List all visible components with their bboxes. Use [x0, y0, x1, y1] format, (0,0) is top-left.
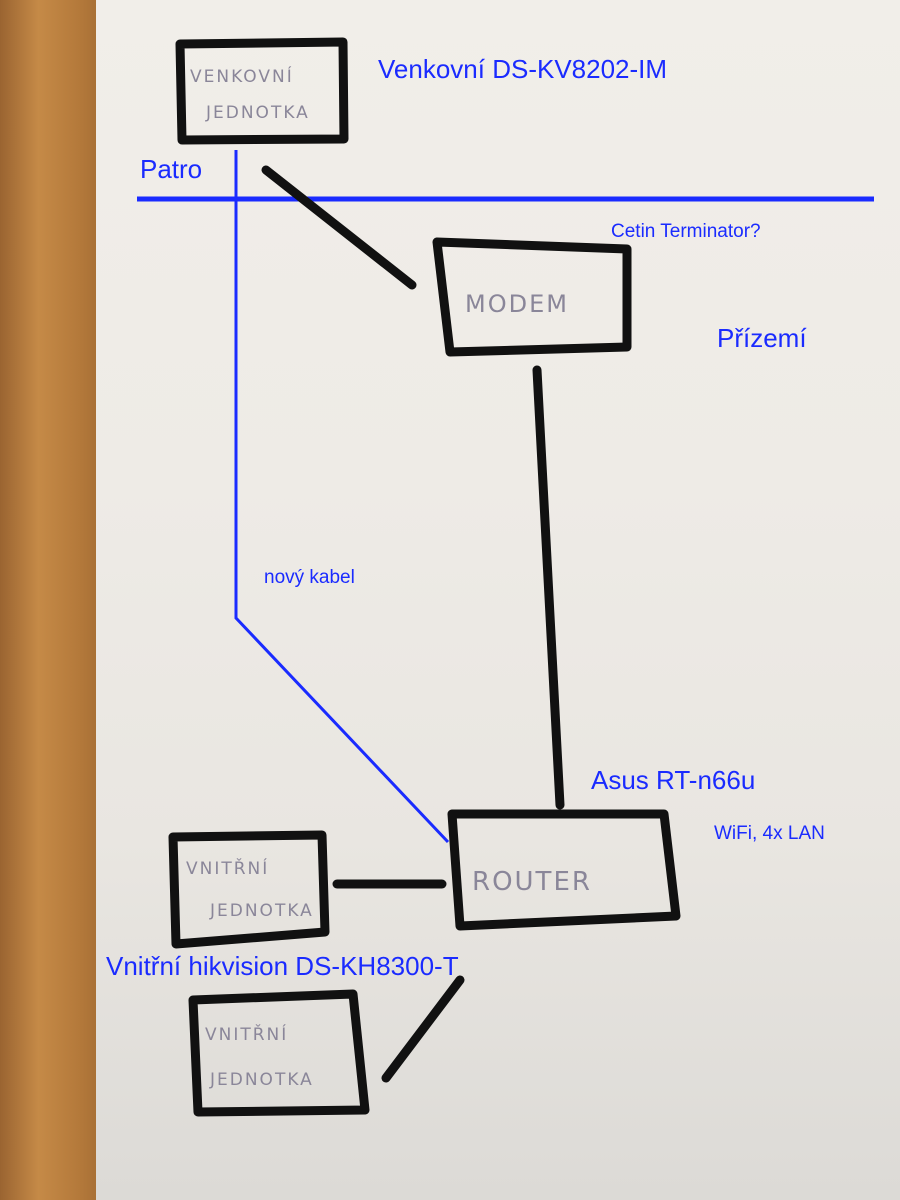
router-box: ROUTER: [447, 809, 681, 931]
indoor-unit-1-label-line2: JEDNOTKA: [209, 901, 314, 921]
modem-box: MODEM: [432, 237, 632, 357]
modem-label: MODEM: [465, 290, 569, 318]
indoor-unit-2-box: VNITŘNÍ JEDNOTKA: [188, 989, 370, 1117]
new-cable-line: [234, 150, 450, 844]
floor-ground-label: Přízemí: [717, 323, 807, 353]
wooden-table-edge: [0, 0, 110, 1200]
indoor-model-annotation: Vnitřní hikvision DS-KH8300-T: [106, 951, 459, 981]
floor-upper-label: Patro: [140, 154, 203, 184]
outdoor-unit-box: VENKOVNÍ JEDNOTKA: [175, 37, 349, 145]
new-cable-annotation: nový kabel: [264, 567, 355, 588]
router-to-indoor2-line: [381, 975, 465, 1083]
indoor-unit-1-label-line1: VNITŘNÍ: [186, 857, 269, 879]
outdoor-model-annotation: Venkovní DS-KV8202-IM: [378, 54, 668, 84]
indoor-unit-2-label-line1: VNITŘNÍ: [205, 1023, 288, 1045]
router-label: ROUTER: [472, 867, 592, 897]
outdoor-unit-label-line2: JEDNOTKA: [205, 103, 310, 123]
outdoor-unit-label-line1: VENKOVNÍ: [190, 65, 294, 87]
outdoor-to-modem-line: [261, 165, 417, 290]
indoor-unit-1-box: VNITŘNÍ JEDNOTKA: [168, 830, 330, 949]
modem-to-router-line: [532, 365, 565, 810]
indoor-unit-2-label-line2: JEDNOTKA: [209, 1070, 314, 1090]
router-specs-annotation: WiFi, 4x LAN: [714, 823, 825, 844]
modem-note-annotation: Cetin Terminator?: [611, 221, 761, 242]
router-model-annotation: Asus RT-n66u: [591, 765, 756, 795]
